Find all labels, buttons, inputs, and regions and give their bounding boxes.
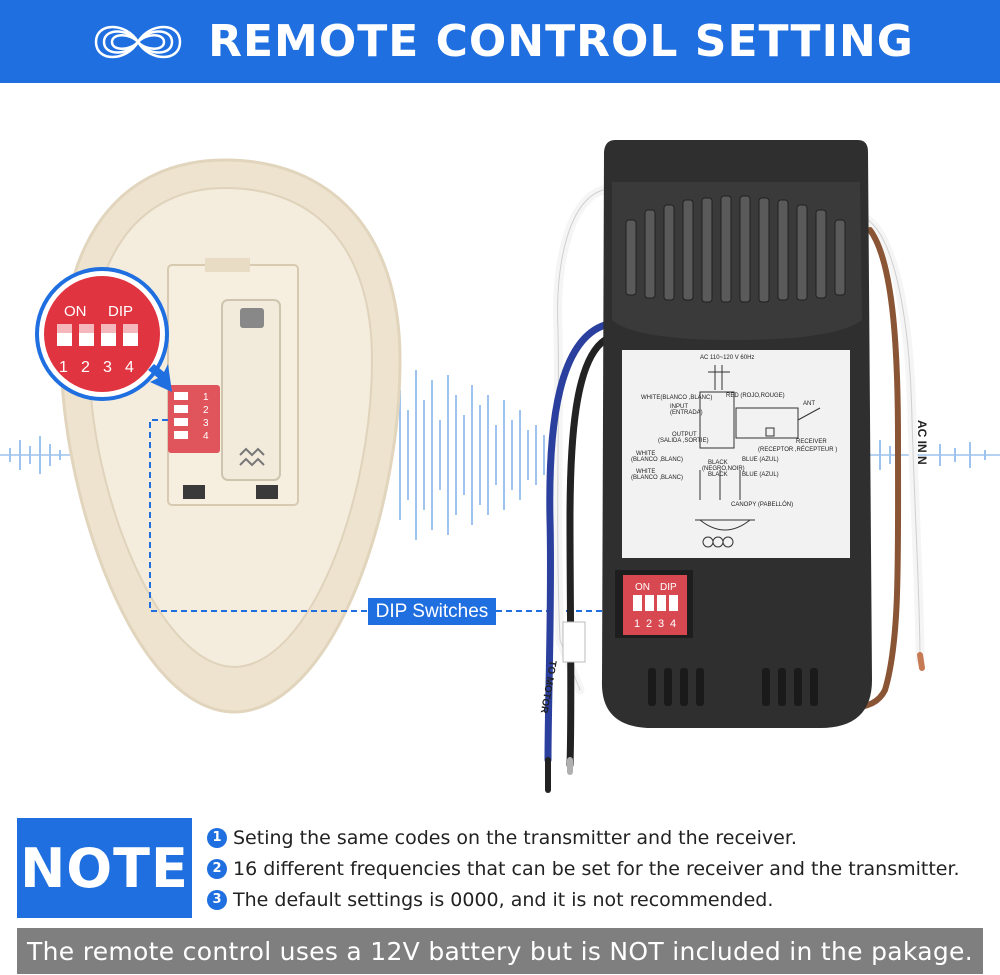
title-banner: REMOTE CONTROL SETTING (0, 0, 1000, 83)
receiver-dip-on-label: ON (635, 582, 650, 593)
receiver-dip-num-2: 2 (646, 618, 652, 630)
label-black2: (NEGRO,NOIR) (702, 466, 745, 472)
remote-dip-num-small-1: 1 (203, 392, 209, 403)
label-white-out1b: (BLANCO ,BLANC) (631, 457, 683, 463)
sound-wave-graphic (0, 370, 1000, 540)
remote-dip-on-label: ON (64, 303, 87, 320)
dip-switches-callout: DIP Switches (368, 598, 496, 625)
note-text: 16 different frequencies that can be set… (233, 857, 960, 880)
label-receiver2: (RECEPTOR ,RÉCEPTEUR ) (758, 446, 837, 453)
remote-transmitter: 1 2 3 4 (60, 158, 402, 714)
remote-dip-num-small-3: 3 (203, 418, 209, 429)
banner-title: REMOTE CONTROL SETTING (208, 16, 914, 67)
wire-label-tomotor: TO MOTOR (538, 659, 558, 714)
remote-dip-num-small-4: 4 (203, 431, 209, 442)
label-red: RED (ROJO,ROUGE) (726, 393, 785, 399)
label-white-out1: WHITE (636, 451, 655, 457)
label-white-in: WHITE(BLANCO ,BLANC) (641, 395, 712, 401)
receiver-dip-label: DIP (660, 582, 677, 593)
label-input2: (ENTRADA) (670, 410, 703, 416)
wire-label-acin: AC IN N (915, 420, 929, 465)
label-receiver: RECEIVER (796, 439, 827, 445)
product-scene: 1 2 3 4 ON DIP 1 2 3 4 AC IN N (0, 140, 1000, 793)
receiver-unit: AC 110~120 V 60Hz WHITE(BLANCO ,BLANC) R… (601, 140, 872, 728)
note-item: 2 16 different frequencies that can be s… (207, 853, 987, 884)
label-canopy: CANOPY (PABELLÓN) (731, 501, 793, 508)
battery-footer-note: The remote control uses a 12V battery bu… (17, 928, 983, 974)
label-output2: (SALIDA ,SORTIE) (658, 438, 709, 444)
remote-dip-magnifier: ON DIP 1 2 3 4 (35, 267, 169, 401)
note-text: Seting the same codes on the transmitter… (233, 826, 797, 849)
magnifier-arrow-icon (148, 364, 172, 392)
note-item: 1 Seting the same codes on the transmitt… (207, 822, 987, 853)
label-blue2: BLUE (AZUL) (742, 472, 779, 478)
note-title: NOTE (17, 818, 192, 918)
note-item: 3 The default settings is 0000, and it i… (207, 884, 987, 915)
remote-dip-label: DIP (108, 303, 133, 320)
infinity-logo-icon (94, 25, 182, 58)
receiver-dip-num-4: 4 (670, 618, 676, 630)
label-white-out2: WHITE (636, 469, 655, 475)
note-number-badge: 1 (207, 827, 227, 848)
remote-dip-num-1: 1 (59, 359, 68, 376)
remote-dip-num-4: 4 (125, 359, 134, 376)
label-output: OUTPUT (672, 432, 697, 438)
note-number-badge: 3 (207, 889, 227, 910)
label-black: BLACK (708, 460, 728, 466)
label-ant: ANT (803, 401, 815, 407)
note-number-badge: 2 (207, 858, 227, 879)
label-black3: BLACK (708, 472, 728, 478)
remote-dip-num-small-2: 2 (203, 405, 209, 416)
remote-dip-num-3: 3 (103, 359, 112, 376)
note-text: The default settings is 0000, and it is … (233, 888, 774, 911)
receiver-wires (544, 185, 925, 793)
label-voltage: AC 110~120 V 60Hz (700, 355, 754, 361)
label-input: INPUT (670, 404, 688, 410)
label-blue1: BLUE (AZUL) (742, 457, 779, 463)
note-list: 1 Seting the same codes on the transmitt… (207, 822, 987, 915)
remote-dip-num-2: 2 (81, 359, 90, 376)
label-white-out2b: (BLANCO ,BLANC) (631, 475, 683, 481)
receiver-dip-num-1: 1 (634, 618, 640, 630)
receiver-dip-num-3: 3 (658, 618, 664, 630)
